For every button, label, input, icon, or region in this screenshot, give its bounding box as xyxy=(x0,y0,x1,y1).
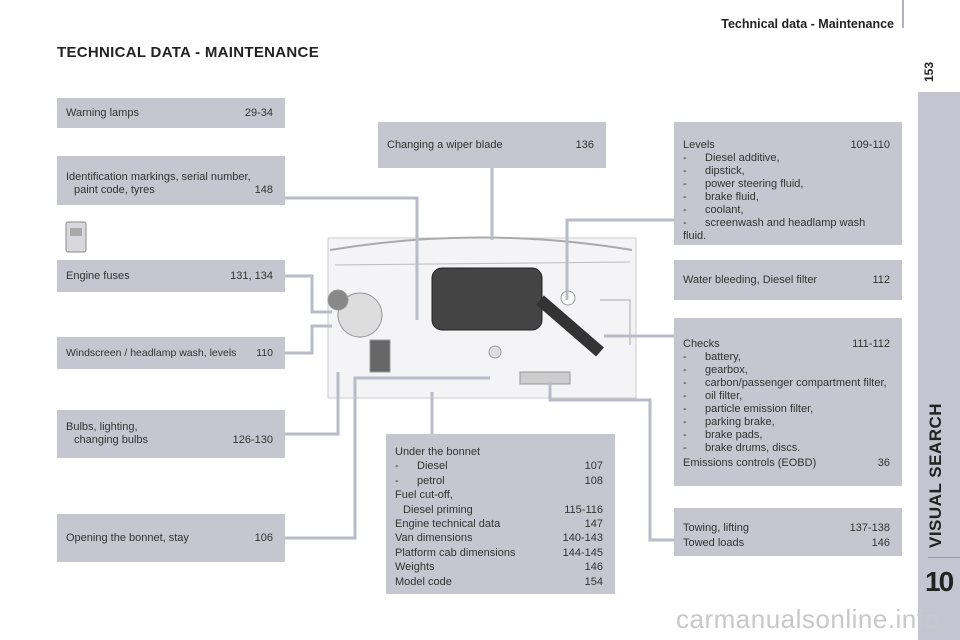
connector-lines xyxy=(285,168,674,542)
label: Water bleeding, Diesel filter xyxy=(683,274,818,286)
label: Fuel cut-off, xyxy=(395,489,453,502)
list-item: oil filter, xyxy=(705,390,743,402)
label: Weights xyxy=(395,561,435,574)
list-item: particle emission filter, xyxy=(705,403,814,415)
label: Engine technical data xyxy=(395,518,501,531)
list-item: brake pads, xyxy=(705,429,763,441)
section-header: Technical data - Maintenance xyxy=(721,17,894,31)
list-item: carbon/passenger compartment filter, xyxy=(705,377,887,389)
page-ref: 115-116 xyxy=(564,503,603,516)
chapter-number: 10 xyxy=(925,566,954,597)
watermark: carmanualsonline.info xyxy=(676,604,940,634)
page-ref: 144-145 xyxy=(562,546,603,559)
label: Emissions controls (EOBD) xyxy=(683,457,817,469)
page-ref: 29-34 xyxy=(244,107,273,119)
label: Platform cab dimensions xyxy=(395,546,516,559)
list-item: dipstick, xyxy=(705,165,745,177)
list-item: parking brake, xyxy=(705,416,775,428)
page-ref: 109-110 xyxy=(850,139,890,151)
page-ref: 148 xyxy=(254,184,273,196)
label: Changing a wiper blade xyxy=(387,139,503,151)
label: Van dimensions xyxy=(395,532,473,545)
label: Towed loads xyxy=(683,536,745,549)
label: Checks xyxy=(683,338,720,350)
chapter-tab[interactable] xyxy=(918,92,960,640)
label: Engine fuses xyxy=(66,270,130,282)
label: Identification markings, serial number, xyxy=(66,171,251,183)
wiper-blade-box[interactable]: Changing a wiper blade 136 xyxy=(378,122,606,168)
label: Bulbs, lighting, xyxy=(66,421,138,433)
page-ref: 106 xyxy=(254,532,273,544)
page-ref: 146 xyxy=(871,536,890,549)
label: Model code xyxy=(395,575,452,588)
page-ref: 111-112 xyxy=(852,338,890,350)
page-ref: 110 xyxy=(256,347,273,359)
list-item: battery, xyxy=(705,351,741,363)
page-ref: 136 xyxy=(575,139,594,151)
list-item: brake drums, discs. xyxy=(705,442,801,454)
label: changing bulbs xyxy=(74,434,149,446)
list-item: coolant, xyxy=(705,204,744,216)
list-item: gearbox, xyxy=(705,364,748,376)
label: Towing, lifting xyxy=(683,522,750,534)
list-item: brake fluid, xyxy=(705,191,759,203)
label: Windscreen / headlamp wash, levels xyxy=(66,347,237,359)
windscreen-box[interactable]: Windscreen / headlamp wash, levels 110 xyxy=(57,337,285,369)
tab-divider xyxy=(928,557,960,558)
page-ref: 137-138 xyxy=(849,522,890,534)
engine-fuses-box[interactable]: Engine fuses 131, 134 xyxy=(57,260,285,292)
label: Diesel xyxy=(417,460,448,473)
fuse-icon xyxy=(65,221,87,253)
header-divider xyxy=(902,0,904,28)
page-ref: 140-143 xyxy=(562,532,603,545)
page-ref: 154 xyxy=(584,575,603,588)
label: Warning lamps xyxy=(66,107,139,119)
bulbs-box[interactable]: Bulbs, lighting, changing bulbs 126-130 xyxy=(57,410,285,458)
label: petrol xyxy=(417,474,445,487)
page-ref: 36 xyxy=(877,457,890,469)
warning-lamps-box[interactable]: Warning lamps 29-34 xyxy=(57,98,285,128)
label: Under the bonnet xyxy=(395,446,481,458)
label: Opening the bonnet, stay xyxy=(66,532,189,544)
opening-bonnet-box[interactable]: Opening the bonnet, stay 106 xyxy=(57,514,285,562)
identification-box[interactable]: Identification markings, serial number, … xyxy=(57,156,285,205)
engine-illustration xyxy=(327,236,637,399)
label: Diesel priming xyxy=(403,503,473,516)
page-ref: 112 xyxy=(872,274,890,286)
label: Levels xyxy=(683,139,715,151)
list-item: power steering fluid, xyxy=(705,178,804,190)
page-title: TECHNICAL DATA - MAINTENANCE xyxy=(57,44,319,61)
page-ref: 126-130 xyxy=(232,434,273,446)
page-ref: 131, 134 xyxy=(230,270,273,282)
towing-box[interactable]: Towing, lifting 137-138 Towed loads 146 xyxy=(674,508,902,556)
list-item: screenwash and headlamp wash fluid. xyxy=(683,217,866,242)
list-item: Diesel additive, xyxy=(705,152,780,164)
page-ref: 146 xyxy=(584,561,603,574)
water-bleeding-box[interactable]: Water bleeding, Diesel filter 112 xyxy=(674,260,902,300)
page-ref: 108 xyxy=(584,474,603,487)
page-ref: 147 xyxy=(584,518,603,531)
page-ref: 107 xyxy=(584,460,603,473)
label: paint code, tyres xyxy=(74,184,155,196)
